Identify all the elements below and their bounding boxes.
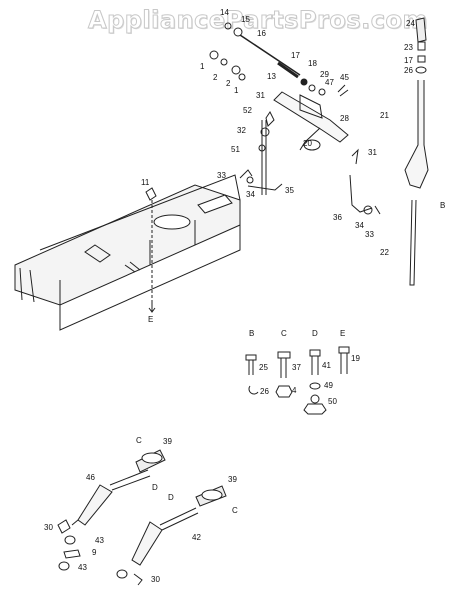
hardware-header-c: C bbox=[281, 329, 287, 338]
callout-16: 16 bbox=[257, 29, 266, 38]
ref-letter-d1: D bbox=[152, 483, 158, 492]
washer-1 bbox=[209, 50, 219, 60]
ref-letter-b: B bbox=[440, 201, 445, 210]
callout-36: 36 bbox=[333, 213, 342, 222]
part-33-pin bbox=[239, 169, 253, 179]
callout-2b: 2 bbox=[226, 79, 231, 88]
callout-21: 21 bbox=[380, 111, 389, 120]
callout-26-hw: 26 bbox=[260, 387, 269, 396]
part-35-link bbox=[261, 120, 267, 195]
callout-26: 26 bbox=[404, 66, 413, 75]
watermark: AppliancePartsPros.com bbox=[88, 6, 428, 35]
part-11-bracket bbox=[145, 187, 157, 201]
callout-39b: 39 bbox=[228, 475, 237, 484]
callout-45: 45 bbox=[340, 73, 349, 82]
callout-4: 4 bbox=[292, 386, 297, 395]
ref-letter-e: E bbox=[148, 315, 153, 324]
part-17-spring bbox=[277, 61, 299, 79]
callout-31b: 31 bbox=[368, 148, 377, 157]
hardware-nuts bbox=[248, 382, 327, 415]
callout-34a: 34 bbox=[246, 190, 255, 199]
callout-19: 19 bbox=[351, 354, 360, 363]
part-22-rod bbox=[409, 199, 417, 286]
callout-24: 24 bbox=[406, 19, 415, 28]
callout-22: 22 bbox=[380, 248, 389, 257]
ref-letter-d2: D bbox=[168, 493, 174, 502]
callout-25: 25 bbox=[259, 363, 268, 372]
part-52-clip bbox=[265, 111, 275, 127]
callout-28: 28 bbox=[340, 114, 349, 123]
part-14-nut bbox=[224, 22, 232, 30]
callout-11: 11 bbox=[141, 178, 150, 187]
callout-29: 29 bbox=[320, 70, 329, 79]
hardware-header-e: E bbox=[340, 329, 345, 338]
callout-31a: 31 bbox=[256, 91, 265, 100]
callout-1a: 1 bbox=[200, 62, 205, 71]
callout-43b: 43 bbox=[78, 563, 87, 572]
hardware-header-d: D bbox=[312, 329, 318, 338]
part-16-rod bbox=[239, 34, 301, 76]
callout-37: 37 bbox=[292, 363, 301, 372]
callout-41: 41 bbox=[322, 361, 331, 370]
hardware-header-b: B bbox=[249, 329, 254, 338]
callout-52: 52 bbox=[243, 106, 252, 115]
chassis-frame bbox=[14, 174, 241, 331]
callout-23: 23 bbox=[404, 43, 413, 52]
callout-34b: 34 bbox=[355, 221, 364, 230]
callout-32: 32 bbox=[237, 126, 246, 135]
callout-2a: 2 bbox=[213, 73, 218, 82]
part-31-spring bbox=[351, 148, 359, 165]
callout-15: 15 bbox=[241, 15, 250, 24]
callout-18: 18 bbox=[308, 59, 317, 68]
part-21-lever bbox=[404, 80, 429, 189]
callout-33b: 33 bbox=[365, 230, 374, 239]
pedal-shaft-assembly bbox=[273, 84, 349, 151]
callout-46: 46 bbox=[86, 473, 95, 482]
callout-43a: 43 bbox=[95, 536, 104, 545]
part-24-knob bbox=[415, 17, 427, 43]
callout-17: 17 bbox=[291, 51, 300, 60]
callout-42: 42 bbox=[192, 533, 201, 542]
callout-1b: 1 bbox=[234, 86, 239, 95]
part-36-rod bbox=[349, 174, 373, 213]
callout-17b: 17 bbox=[404, 56, 413, 65]
callout-35: 35 bbox=[285, 186, 294, 195]
ref-letter-c2: C bbox=[232, 506, 238, 515]
callout-39a: 39 bbox=[163, 437, 172, 446]
callout-30b: 30 bbox=[151, 575, 160, 584]
washer-2 bbox=[231, 65, 241, 75]
callout-9: 9 bbox=[92, 548, 97, 557]
callout-33a: 33 bbox=[217, 171, 226, 180]
callout-49: 49 bbox=[324, 381, 333, 390]
callout-50: 50 bbox=[328, 397, 337, 406]
callout-20: 20 bbox=[303, 139, 312, 148]
part-23 bbox=[417, 41, 426, 51]
callout-30a: 30 bbox=[44, 523, 53, 532]
hardware-bolts bbox=[245, 346, 350, 378]
callout-47: 47 bbox=[325, 78, 334, 87]
callout-14: 14 bbox=[220, 8, 229, 17]
ref-letter-c1: C bbox=[136, 436, 142, 445]
lower-linkage bbox=[57, 449, 227, 586]
callout-51: 51 bbox=[231, 145, 240, 154]
callout-13: 13 bbox=[267, 72, 276, 81]
